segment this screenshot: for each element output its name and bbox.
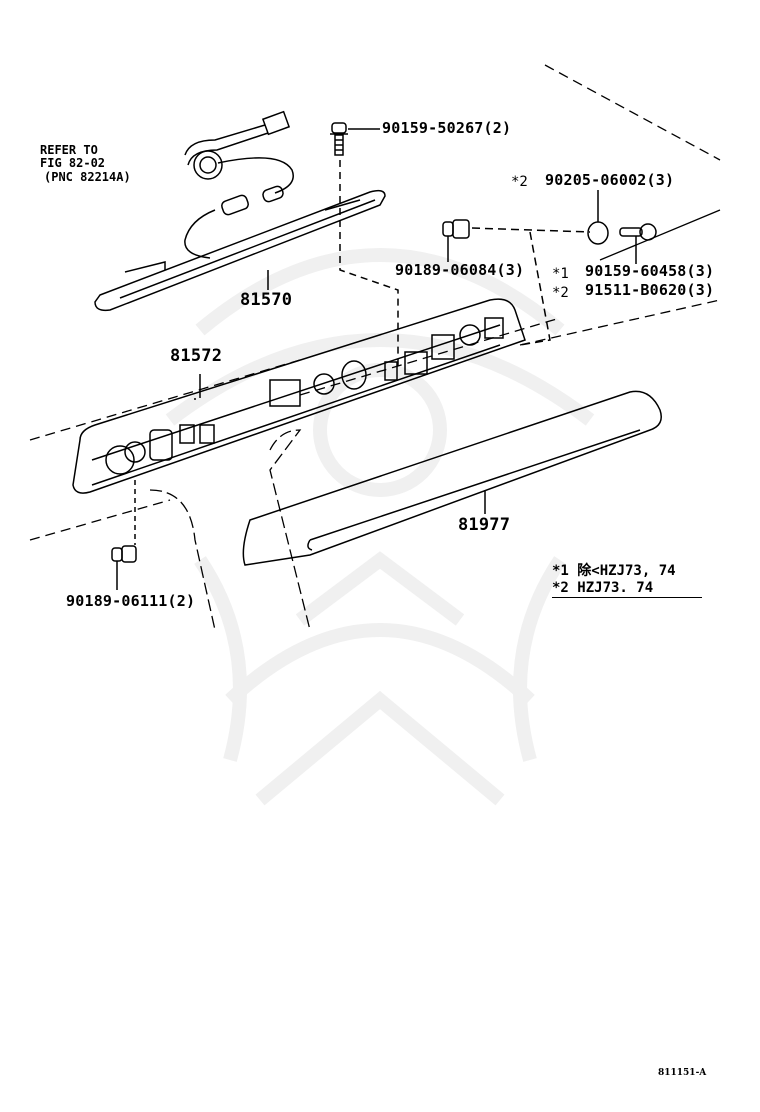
applicability-note-1: *1 除<HZJ73, 74 (552, 563, 676, 579)
stop-lamp-81570 (94, 189, 386, 312)
part-label-90159-60458[interactable]: 90159-60458(3) (585, 262, 715, 280)
part-label-90189-06111[interactable]: 90189-06111(2) (66, 592, 196, 610)
part-label-81977[interactable]: 81977 (458, 515, 511, 535)
part-prefix-star2-b: *2 (552, 285, 569, 301)
wiring-harness (184, 110, 294, 259)
refer-to-note-line3: (PNC 82214A) (44, 170, 131, 184)
part-label-91511-B0620[interactable]: 91511-B0620(3) (585, 281, 715, 299)
part-label-81570[interactable]: 81570 (240, 290, 293, 310)
part-label-81572[interactable]: 81572 (170, 346, 223, 366)
lamp-housing-81572 (72, 298, 526, 545)
watermark-logo (165, 248, 595, 806)
part-prefix-star2-a: *2 (511, 174, 528, 190)
body-outline-lines (29, 64, 721, 631)
applicability-note-2: *2 HZJ73. 74 (552, 580, 654, 596)
part-prefix-star1: *1 (552, 266, 569, 282)
fasteners-right (111, 190, 657, 590)
outer-lens-81977 (242, 390, 662, 566)
part-label-90159-50267[interactable]: 90159-50267(2) (382, 119, 512, 137)
part-label-90205-06002[interactable]: 90205-06002(3) (545, 171, 675, 189)
figure-code: 811151-A (658, 1068, 707, 1078)
refer-to-note-line2[interactable]: FIG 82-02 (40, 156, 106, 170)
refer-to-note-line1: REFER TO (40, 143, 98, 157)
bolt-90159-50267 (330, 122, 399, 370)
part-label-90189-06084[interactable]: 90189-06084(3) (395, 261, 525, 279)
note-underline (552, 597, 702, 598)
